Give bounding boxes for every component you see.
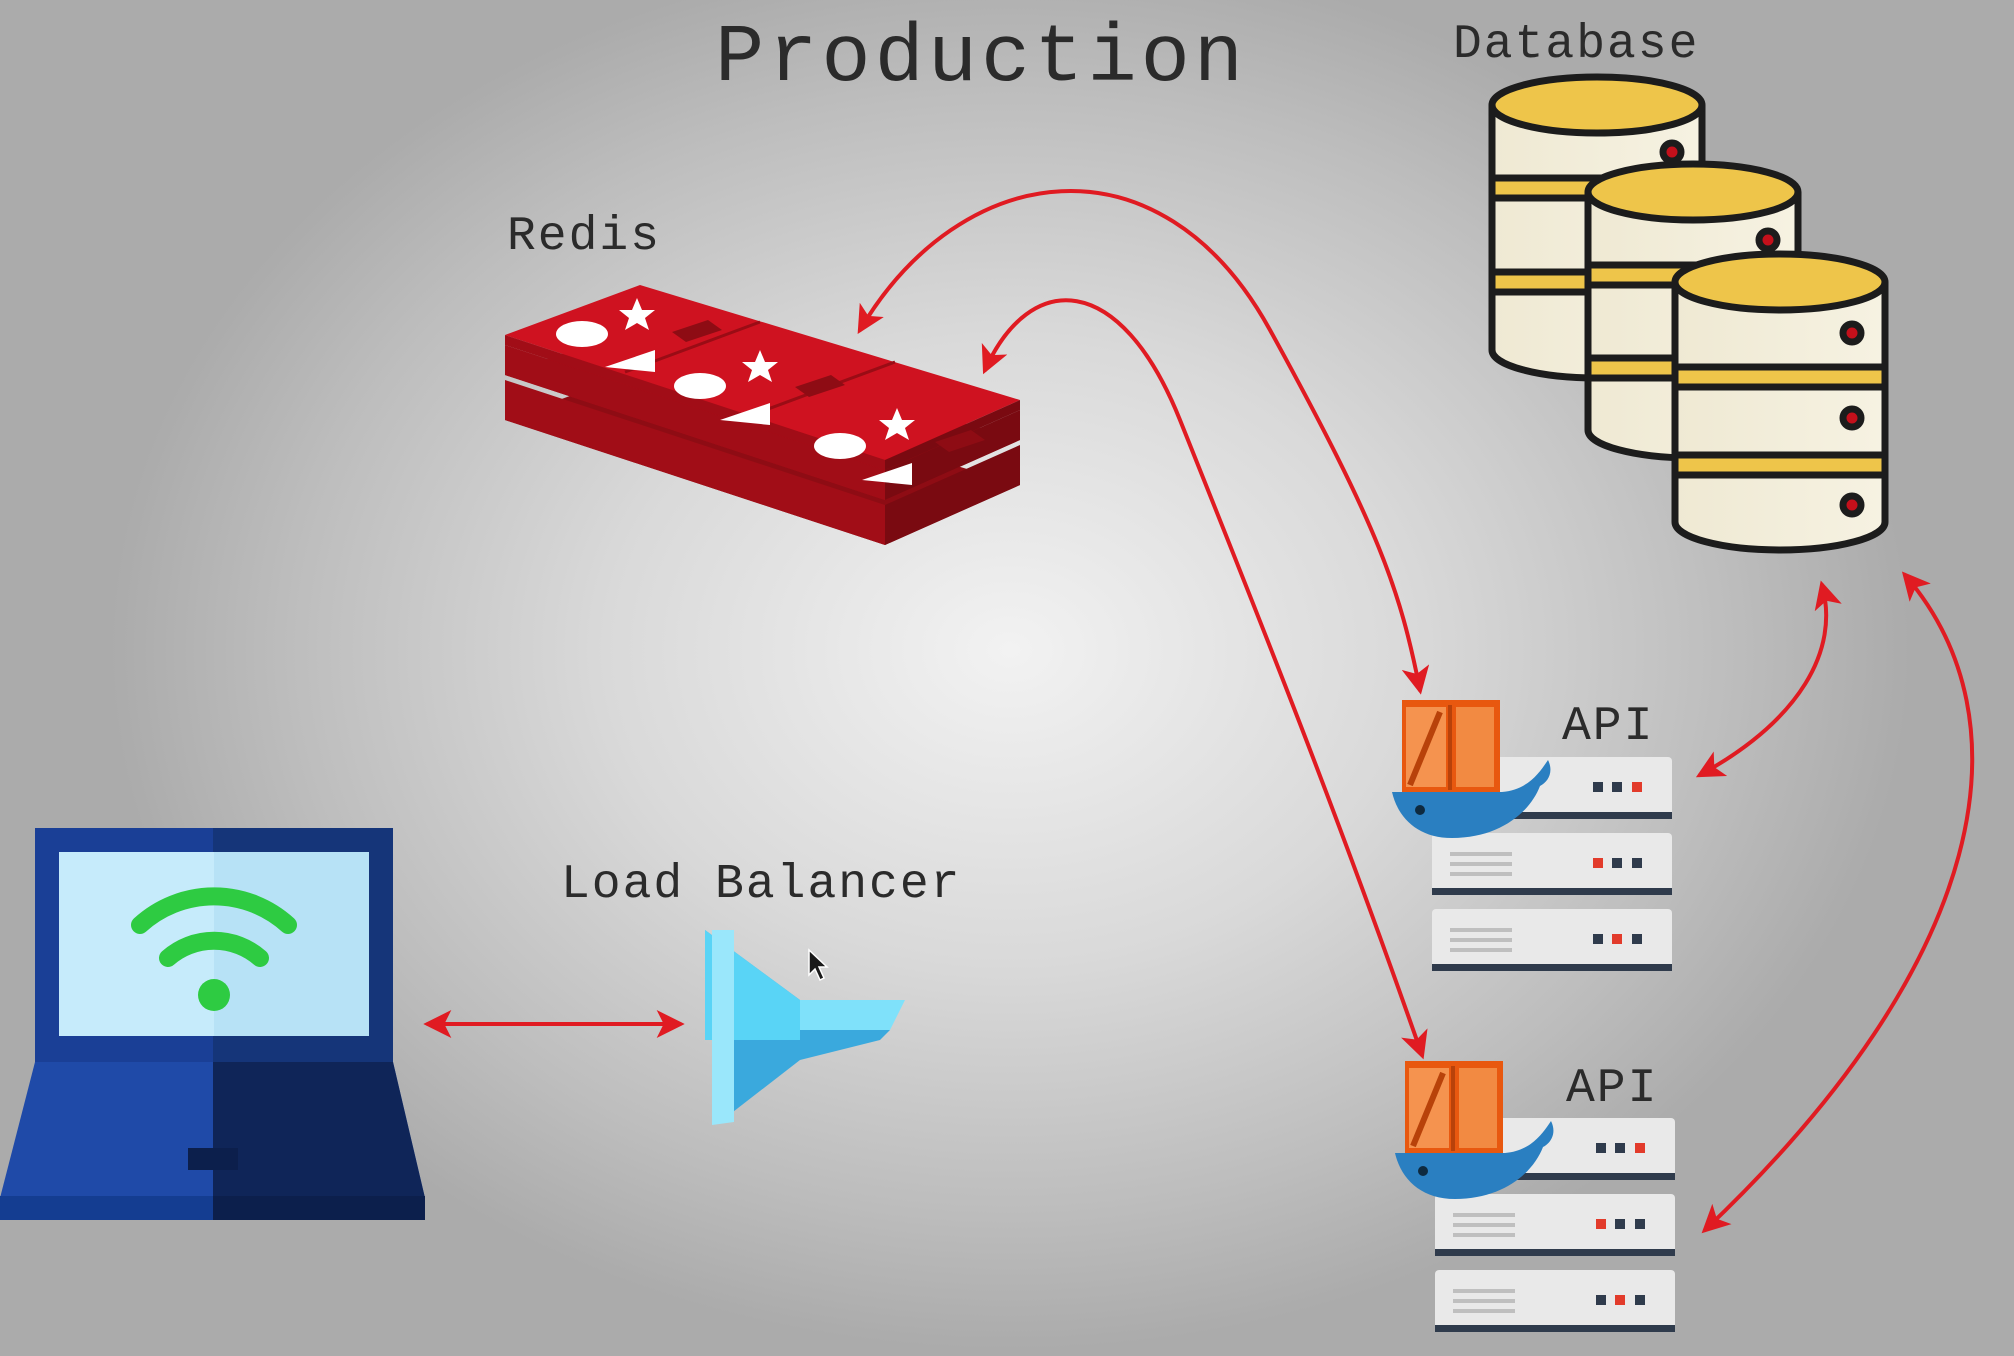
database-stack-icon bbox=[1488, 73, 1889, 554]
container-box-icon bbox=[1402, 700, 1500, 792]
docker-server-icon-api-1 bbox=[1392, 700, 1672, 971]
diagram-title: Production bbox=[715, 12, 1248, 105]
wifi-icon bbox=[131, 887, 297, 967]
connections bbox=[423, 189, 1975, 1234]
docker-whale-icon bbox=[1395, 1121, 1554, 1199]
arrow-database-api2 bbox=[1701, 571, 1975, 1234]
funnel-icon bbox=[705, 930, 905, 1125]
server-rack-icon bbox=[1435, 1118, 1675, 1332]
database-label: Database bbox=[1453, 18, 1700, 72]
docker-whale-icon bbox=[1392, 760, 1551, 838]
arrow-redis-api2 bbox=[981, 298, 1428, 1060]
laptop-wifi-icon bbox=[0, 828, 425, 1220]
redis-label: Redis bbox=[507, 210, 662, 264]
load-balancer-label: Load Balancer bbox=[561, 858, 962, 912]
arrow-database-api1 bbox=[1695, 580, 1842, 778]
container-box-icon bbox=[1405, 1061, 1503, 1153]
docker-server-icon-api-2 bbox=[1395, 1061, 1675, 1332]
redis-stack-icon bbox=[505, 285, 1020, 545]
mouse-cursor-icon bbox=[808, 948, 829, 982]
database-cylinder-3 bbox=[1671, 250, 1889, 554]
api-2-label: API bbox=[1566, 1062, 1659, 1116]
api-1-label: API bbox=[1562, 700, 1655, 754]
